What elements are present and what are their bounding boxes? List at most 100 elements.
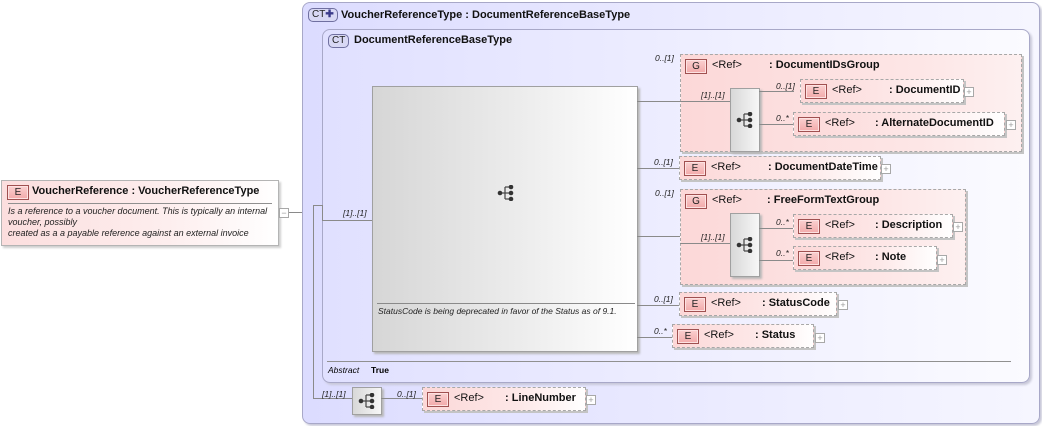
cardinality: [1]..[1] [322, 389, 346, 399]
sequence-icon [358, 393, 375, 409]
ref-label: <Ref> [711, 297, 741, 309]
cardinality: 0..[1] [654, 157, 673, 167]
cardinality: 0..[1] [776, 81, 795, 91]
element-description[interactable]: E <Ref> : Description [793, 214, 953, 238]
element-badge: E [798, 251, 820, 266]
connector [381, 398, 422, 399]
connector [637, 305, 679, 306]
cardinality: 0..* [776, 217, 789, 227]
connector [637, 337, 672, 338]
expand-icon[interactable]: + [881, 164, 891, 174]
expand-icon[interactable]: + [815, 333, 825, 343]
connector [680, 243, 730, 244]
connector [759, 260, 793, 261]
ref-label: <Ref> [825, 117, 855, 129]
ref-label: <Ref> [712, 59, 742, 71]
expand-icon[interactable]: + [838, 300, 848, 310]
element-name: : Note [875, 251, 907, 263]
expand-icon[interactable]: + [964, 87, 974, 97]
cardinality: [1]..[1] [343, 208, 367, 218]
connector [313, 205, 323, 206]
sequence-annotation: StatusCode is being deprecated in favor … [378, 306, 617, 316]
element-status[interactable]: E <Ref> : Status [672, 324, 814, 348]
connector [637, 101, 680, 102]
cardinality: 0..* [776, 248, 789, 258]
cardinality: [1]..[1] [701, 90, 725, 100]
connector [313, 205, 314, 398]
connector [289, 212, 303, 213]
complex-type-extension-badge: CT✚ [308, 8, 338, 22]
connector [322, 220, 372, 221]
group-badge: G [685, 59, 707, 74]
element-name: : Status [755, 329, 796, 341]
sequence-icon [736, 237, 753, 253]
element-name: : DocumentID [889, 84, 961, 96]
group-name: : FreeFormTextGroup [767, 194, 880, 206]
cardinality: 0..[1] [397, 389, 416, 399]
expand-icon[interactable]: + [953, 222, 963, 232]
expand-icon[interactable]: + [937, 255, 947, 265]
element-document-id[interactable]: E <Ref> : DocumentID [800, 79, 964, 103]
element-alternate-document-id[interactable]: E <Ref> : AlternateDocumentID [793, 112, 1005, 136]
sequence-compositor[interactable] [730, 213, 760, 277]
element-badge: E [805, 84, 827, 99]
ref-label: <Ref> [454, 392, 484, 404]
doc-line: created as a a payable reference against… [8, 228, 249, 238]
cardinality: [1]..[1] [701, 232, 725, 242]
sequence-compositor[interactable] [352, 387, 382, 415]
group-name: : DocumentIDsGroup [769, 59, 880, 71]
divider [327, 361, 1011, 362]
expand-icon[interactable]: + [1006, 120, 1016, 130]
cardinality: 0..* [776, 113, 789, 123]
root-element-voucher-reference[interactable]: E VoucherReference : VoucherReferenceTyp… [1, 180, 279, 246]
root-element-title: VoucherReference : VoucherReferenceType [32, 185, 260, 197]
sequence-icon [736, 112, 753, 128]
cardinality: 0..[1] [654, 294, 673, 304]
connector [313, 398, 352, 399]
collapse-icon[interactable]: − [279, 208, 289, 218]
connector [759, 124, 793, 125]
cardinality: 0..[1] [655, 53, 674, 63]
element-line-number[interactable]: E <Ref> : LineNumber [422, 387, 586, 411]
element-badge: E [7, 185, 29, 200]
connector [637, 236, 680, 237]
element-badge: E [677, 329, 699, 344]
sequence-icon [497, 185, 514, 201]
ref-label: <Ref> [704, 329, 734, 341]
ref-label: <Ref> [825, 251, 855, 263]
divider [377, 303, 635, 304]
element-badge: E [798, 117, 820, 132]
sequence-compositor[interactable]: StatusCode is being deprecated in favor … [372, 86, 638, 352]
sequence-compositor[interactable] [730, 88, 760, 152]
complex-type-base-title: DocumentReferenceBaseType [354, 34, 513, 46]
expand-icon[interactable]: + [586, 395, 596, 405]
ref-label: <Ref> [825, 219, 855, 231]
root-documentation: Is a reference to a voucher document. Th… [8, 206, 276, 239]
element-status-code[interactable]: E <Ref> : StatusCode [679, 292, 837, 316]
connector [322, 205, 323, 220]
ref-label: <Ref> [712, 194, 742, 206]
ct-badge-text: CT [312, 9, 326, 20]
group-badge: G [685, 194, 707, 209]
element-document-date-time[interactable]: E <Ref> : DocumentDateTime [679, 156, 881, 180]
element-note[interactable]: E <Ref> : Note [793, 246, 937, 270]
element-badge: E [684, 297, 706, 312]
complex-type-title: VoucherReferenceType : DocumentReference… [341, 9, 631, 21]
element-name: : Description [875, 219, 943, 231]
element-badge: E [684, 161, 706, 176]
cardinality: 0..* [654, 326, 667, 336]
doc-line: Is a reference to a voucher document. Th… [8, 206, 268, 216]
connector [637, 168, 679, 169]
element-name: : AlternateDocumentID [875, 117, 994, 129]
extension-plus-icon: ✚ [325, 9, 334, 20]
doc-line: voucher, possibly [8, 217, 78, 227]
divider [8, 203, 272, 204]
connector [759, 228, 793, 229]
ref-label: <Ref> [711, 161, 741, 173]
complex-type-badge: CT [328, 34, 350, 48]
connector [759, 91, 794, 92]
connector [680, 101, 730, 102]
abstract-label: Abstract [328, 365, 360, 375]
element-name: : LineNumber [505, 392, 576, 404]
abstract-value: True [371, 365, 389, 375]
